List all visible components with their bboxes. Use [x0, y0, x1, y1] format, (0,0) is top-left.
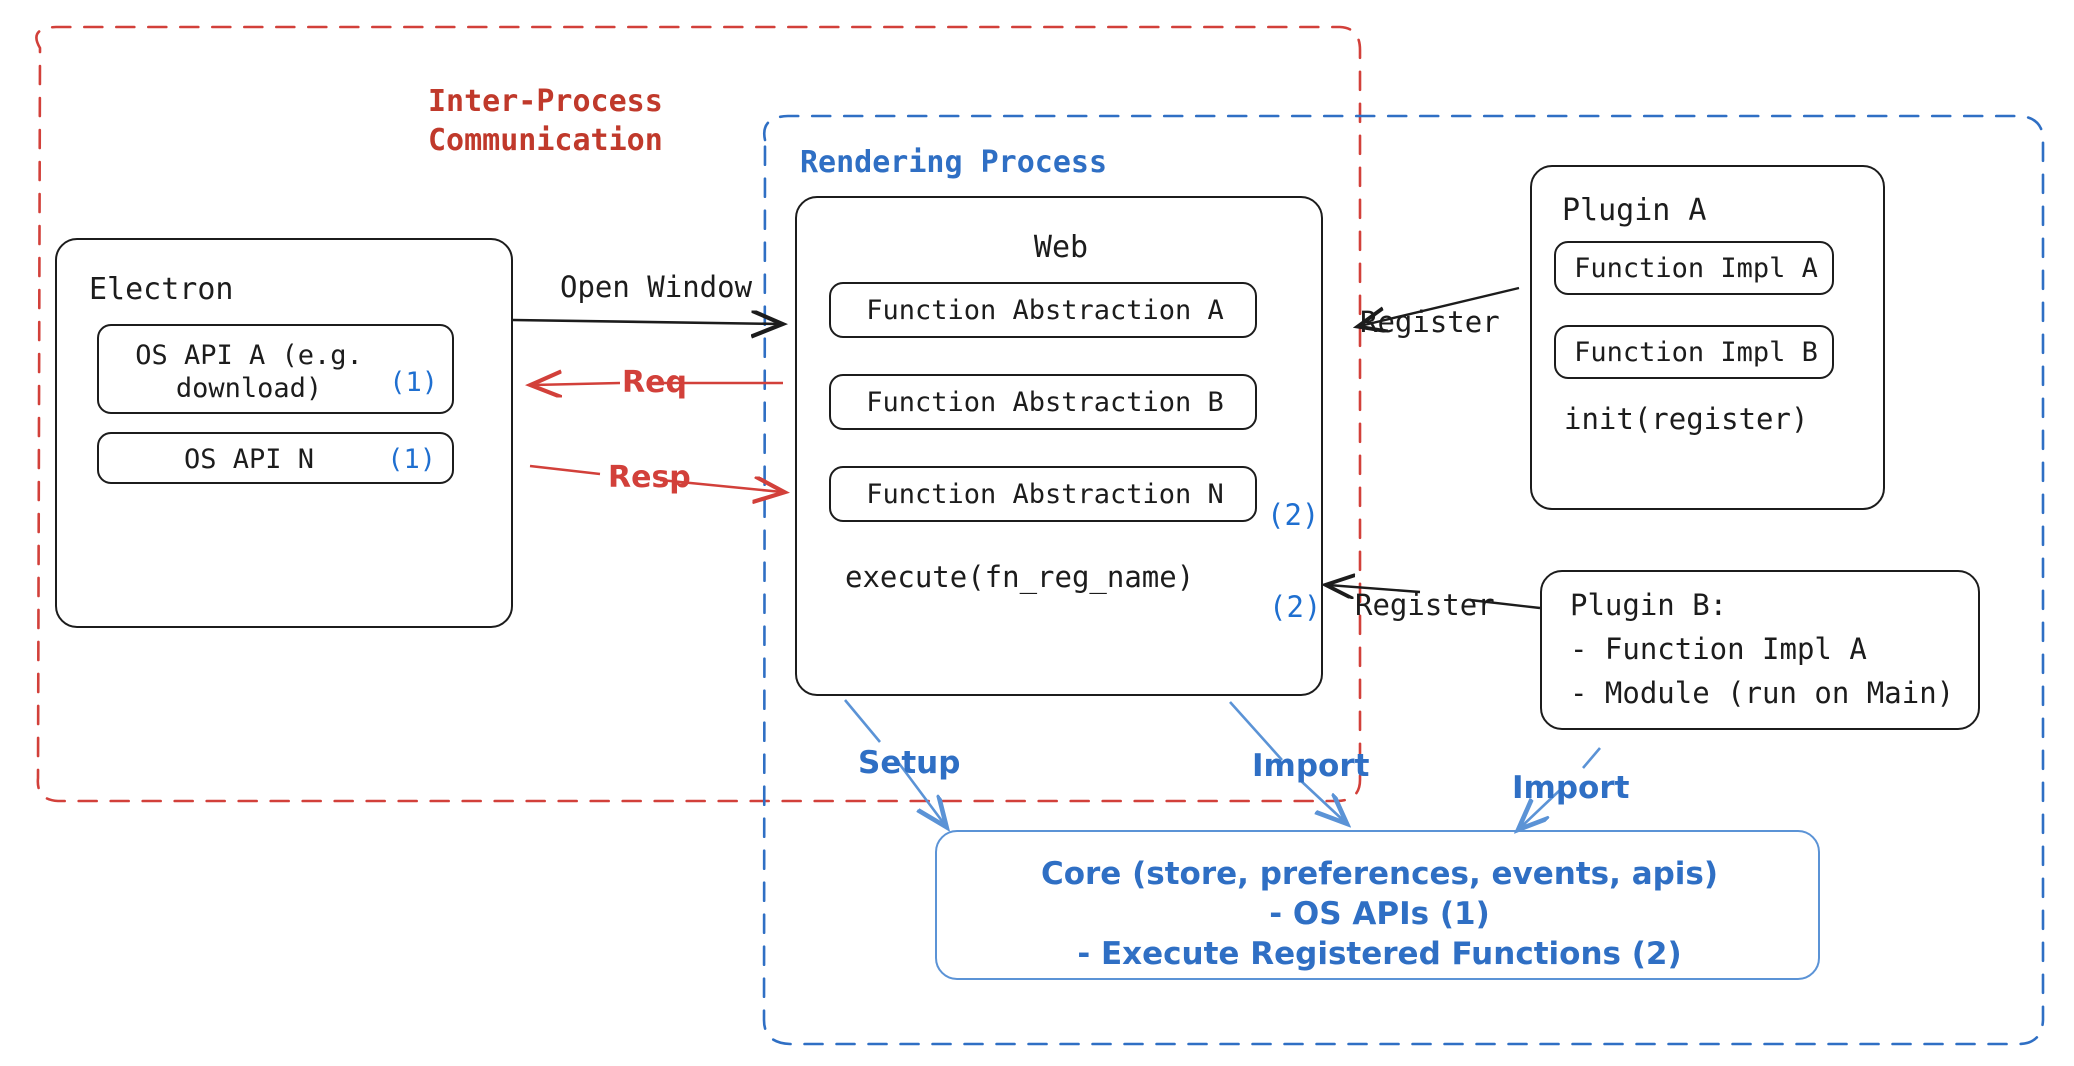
node-function-impl-a[interactable]: Function Impl A	[1554, 241, 1834, 295]
node-plugin-a-title: Plugin A	[1562, 193, 1707, 228]
edge-label-import-web: Import	[1252, 748, 1370, 784]
node-function-abstraction-n-label: Function Abstraction N	[866, 479, 1224, 510]
node-function-impl-a-label: Function Impl A	[1574, 253, 1818, 284]
edge-label-import-plugin-b: Import	[1512, 770, 1630, 806]
node-plugin-b[interactable]: Plugin B: - Function Impl A - Module (ru…	[1540, 570, 1980, 730]
node-web-title: Web	[1033, 230, 1089, 265]
node-function-abstraction-a[interactable]: Function Abstraction A	[829, 282, 1257, 338]
node-electron-title: Electron	[89, 272, 234, 307]
node-core-line-3: - Execute Registered Functions (2)	[1077, 936, 1682, 972]
node-os-api-n-label: OS API N	[183, 444, 315, 475]
node-os-api-a-label: OS API A (e.g. download)	[135, 340, 363, 404]
edge-label-open-window: Open Window	[560, 270, 753, 304]
node-plugin-b-title: Plugin B:	[1570, 588, 1728, 622]
node-os-api-a[interactable]: OS API A (e.g. download) (1)	[97, 324, 454, 414]
node-plugin-a-footer: init(register)	[1564, 402, 1809, 436]
node-core-line-1: Core (store, preferences, events, apis)	[1040, 856, 1719, 892]
node-web[interactable]: Web Function Abstraction A (2) Function …	[795, 196, 1323, 696]
node-os-api-a-marker: (1)	[389, 367, 438, 399]
node-function-abstraction-b[interactable]: Function Abstraction B	[829, 374, 1257, 430]
node-core[interactable]: Core (store, preferences, events, apis) …	[935, 830, 1820, 980]
edge-label-req: Req	[622, 365, 687, 400]
node-function-impl-b-label: Function Impl B	[1574, 337, 1818, 368]
node-electron[interactable]: Electron OS API A (e.g. download) (1) OS…	[55, 238, 513, 628]
node-function-abstraction-a-label: Function Abstraction A	[866, 295, 1224, 326]
edge-open-window	[512, 320, 780, 324]
node-core-line-2: - OS APIs (1)	[1269, 896, 1490, 932]
edge-label-register-plugin-a: Register	[1360, 305, 1500, 339]
node-os-api-n-marker: (1)	[387, 444, 436, 475]
edge-label-setup: Setup	[858, 745, 961, 781]
node-function-abstraction-n[interactable]: Function Abstraction N	[829, 466, 1257, 522]
node-function-abstraction-a-marker: (2)	[1267, 498, 1320, 532]
node-plugin-a[interactable]: Plugin A Function Impl A Function Impl B…	[1530, 165, 1885, 510]
edge-label-resp: Resp	[608, 460, 691, 495]
rendering-process-title: Rendering Process	[800, 145, 1108, 180]
edge-label-register-plugin-b: Register	[1355, 588, 1495, 622]
node-function-impl-b[interactable]: Function Impl B	[1554, 325, 1834, 379]
node-function-abstraction-b-marker: (2)	[1269, 590, 1322, 624]
node-plugin-b-line-1: - Function Impl A	[1570, 632, 1867, 666]
ipc-container-title: Inter-Process Communication	[428, 84, 663, 158]
node-function-abstraction-b-label: Function Abstraction B	[866, 387, 1224, 418]
node-os-api-n[interactable]: OS API N (1)	[97, 432, 454, 484]
node-web-footer: execute(fn_reg_name)	[845, 560, 1195, 594]
node-plugin-b-line-2: - Module (run on Main)	[1570, 676, 1955, 710]
